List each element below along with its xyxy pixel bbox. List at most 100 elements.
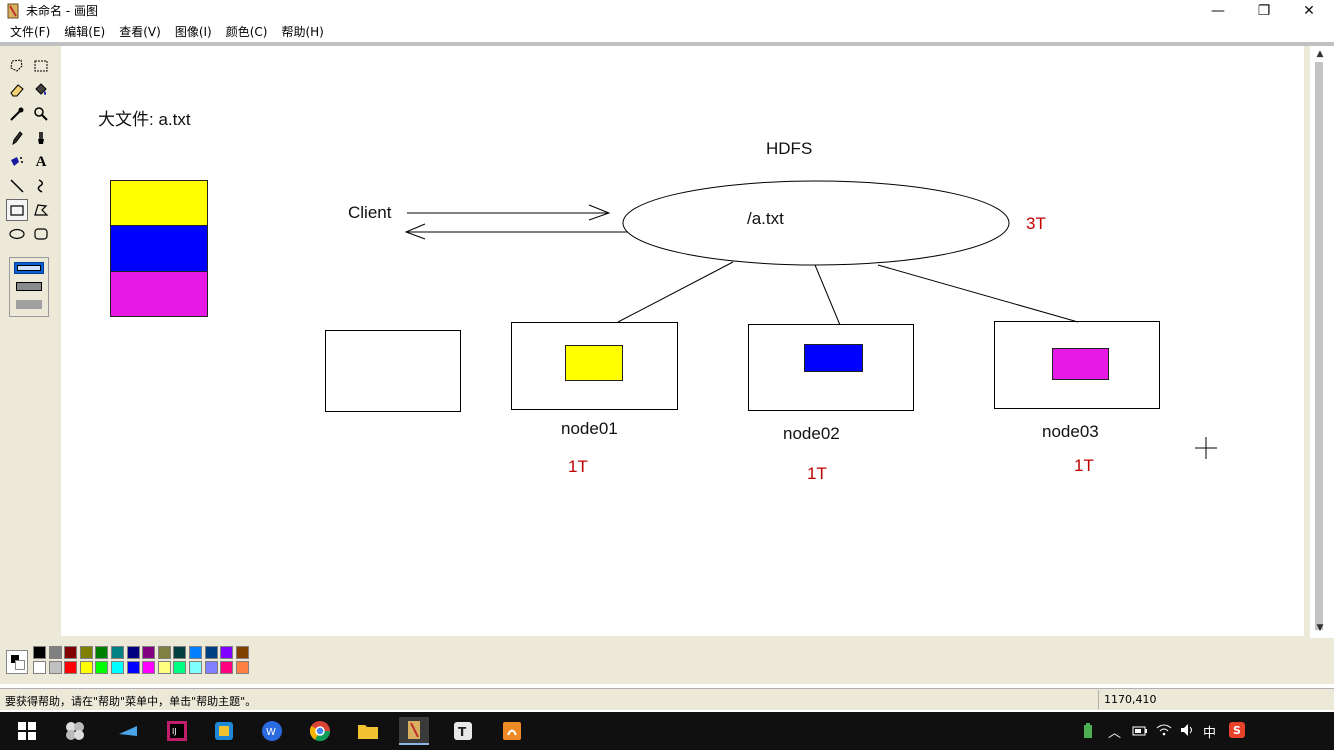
palette-swatch[interactable] (33, 661, 46, 674)
link-node02 (814, 264, 841, 326)
taskbar-app-2[interactable] (113, 717, 143, 745)
palette-swatch[interactable] (111, 661, 124, 674)
vertical-scrollbar[interactable]: ▲ ▼ (1310, 46, 1334, 638)
free-select-tool[interactable] (6, 55, 28, 77)
palette-swatch[interactable] (204, 661, 218, 674)
node03-label: node03 (1042, 422, 1099, 441)
palette-swatch[interactable] (126, 661, 140, 674)
big-file-label: 大文件: a.txt (98, 110, 191, 129)
taskbar-virtualbox[interactable] (209, 717, 239, 745)
palette-swatch[interactable] (79, 646, 93, 659)
palette-swatch[interactable] (33, 646, 46, 659)
start-button[interactable] (12, 717, 42, 745)
palette-swatch[interactable] (142, 646, 156, 659)
palette-swatch[interactable] (157, 661, 171, 674)
menu-image[interactable]: 图像(I) (174, 25, 212, 39)
drawing-canvas[interactable]: 大文件: a.txt HDFS Client /a.txt 3T node01 … (61, 46, 1304, 636)
fill-style-option[interactable] (16, 300, 42, 309)
taskbar-chrome[interactable] (305, 717, 335, 745)
polygon-tool[interactable] (30, 199, 52, 221)
client-to-hdfs-arrowhead (588, 204, 611, 221)
tray-expand-icon[interactable]: ︿ (1108, 726, 1122, 741)
rectangle-tool[interactable] (6, 199, 28, 221)
sogou-ime-icon[interactable]: S (1229, 722, 1245, 738)
palette-swatch[interactable] (220, 661, 234, 674)
taskbar-wps[interactable]: W (257, 717, 287, 745)
link-node01 (617, 261, 734, 323)
volume-icon[interactable] (1180, 723, 1196, 737)
battery-icon[interactable] (1132, 724, 1148, 738)
palette-swatch[interactable] (142, 661, 156, 674)
windows-logo-icon (18, 722, 36, 740)
palette-swatch[interactable] (111, 646, 124, 659)
rectangle-icon (10, 205, 24, 216)
current-colors-indicator[interactable] (6, 650, 28, 674)
file-block-3 (110, 271, 208, 317)
pencil-tool[interactable] (6, 127, 28, 149)
palette-swatch[interactable] (173, 646, 187, 659)
taskbar-typora[interactable]: T (448, 717, 478, 745)
palette-swatch[interactable] (235, 646, 249, 659)
node01-box (511, 322, 678, 410)
palette-swatch[interactable] (95, 661, 109, 674)
outline-fill-style-option[interactable] (16, 282, 42, 291)
empty-node-box (325, 330, 461, 412)
wifi-icon[interactable] (1156, 723, 1172, 737)
palette-swatch[interactable] (235, 661, 249, 674)
fill-tool[interactable] (30, 79, 52, 101)
palette-swatch[interactable] (126, 646, 140, 659)
battery-charge-icon[interactable] (1083, 723, 1093, 739)
ellipse-tool[interactable] (6, 223, 28, 245)
taskbar-paint[interactable] (399, 717, 429, 745)
pick-color-tool[interactable] (6, 103, 28, 125)
taskbar-app-1[interactable] (60, 717, 90, 745)
minimize-button[interactable]: — (1211, 3, 1225, 19)
palette-swatch[interactable] (64, 661, 78, 674)
palette-swatch[interactable] (79, 661, 93, 674)
menu-bar: 文件(F) 编辑(E) 查看(V) 图像(I) 颜色(C) 帮助(H) (0, 22, 1334, 42)
palette-swatch[interactable] (95, 646, 109, 659)
ime-indicator[interactable]: 中 (1203, 726, 1217, 741)
palette-swatch[interactable] (48, 661, 62, 674)
taskbar-pdf[interactable] (497, 717, 527, 745)
magnifier-tool[interactable] (30, 103, 52, 125)
pencil-icon (12, 131, 23, 146)
menu-file[interactable]: 文件(F) (10, 25, 51, 39)
text-tool[interactable]: A (30, 151, 52, 173)
maximize-button[interactable]: ❐ (1257, 3, 1271, 19)
scroll-down-arrow-icon[interactable]: ▼ (1316, 623, 1324, 633)
palette-swatch[interactable] (157, 646, 171, 659)
palette-swatch[interactable] (48, 646, 62, 659)
node03-size: 1T (1074, 456, 1094, 475)
outline-style-option[interactable] (14, 262, 44, 274)
menu-help[interactable]: 帮助(H) (281, 25, 324, 39)
palette-swatch[interactable] (189, 661, 202, 674)
menu-view[interactable]: 查看(V) (119, 25, 161, 39)
total-size-label: 3T (1026, 214, 1046, 233)
palette-swatch[interactable] (64, 646, 78, 659)
line-tool[interactable] (6, 175, 28, 197)
rounded-rectangle-tool[interactable] (30, 223, 52, 245)
scroll-up-arrow-icon[interactable]: ▲ (1316, 49, 1324, 59)
palette-swatch[interactable] (220, 646, 234, 659)
palette-swatch[interactable] (173, 661, 187, 674)
svg-text:S: S (1233, 724, 1241, 737)
node01-size: 1T (568, 457, 588, 476)
taskbar-file-explorer[interactable] (353, 717, 383, 745)
brush-tool[interactable] (30, 127, 52, 149)
curve-tool[interactable] (30, 175, 52, 197)
fill-bucket-icon (35, 83, 47, 95)
node03-block (1052, 348, 1109, 380)
menu-colors[interactable]: 颜色(C) (225, 25, 268, 39)
taskbar-intellij[interactable]: IJ (162, 717, 192, 745)
scrollbar-thumb[interactable] (1315, 62, 1323, 630)
pinwheel-icon (66, 722, 84, 740)
close-button[interactable]: ✕ (1303, 3, 1315, 19)
palette-swatch[interactable] (204, 646, 218, 659)
select-tool[interactable] (30, 55, 52, 77)
airbrush-tool[interactable] (6, 151, 28, 173)
paint-app-icon (7, 3, 19, 19)
menu-edit[interactable]: 编辑(E) (64, 25, 106, 39)
eraser-tool[interactable] (6, 79, 28, 101)
palette-swatch[interactable] (189, 646, 202, 659)
